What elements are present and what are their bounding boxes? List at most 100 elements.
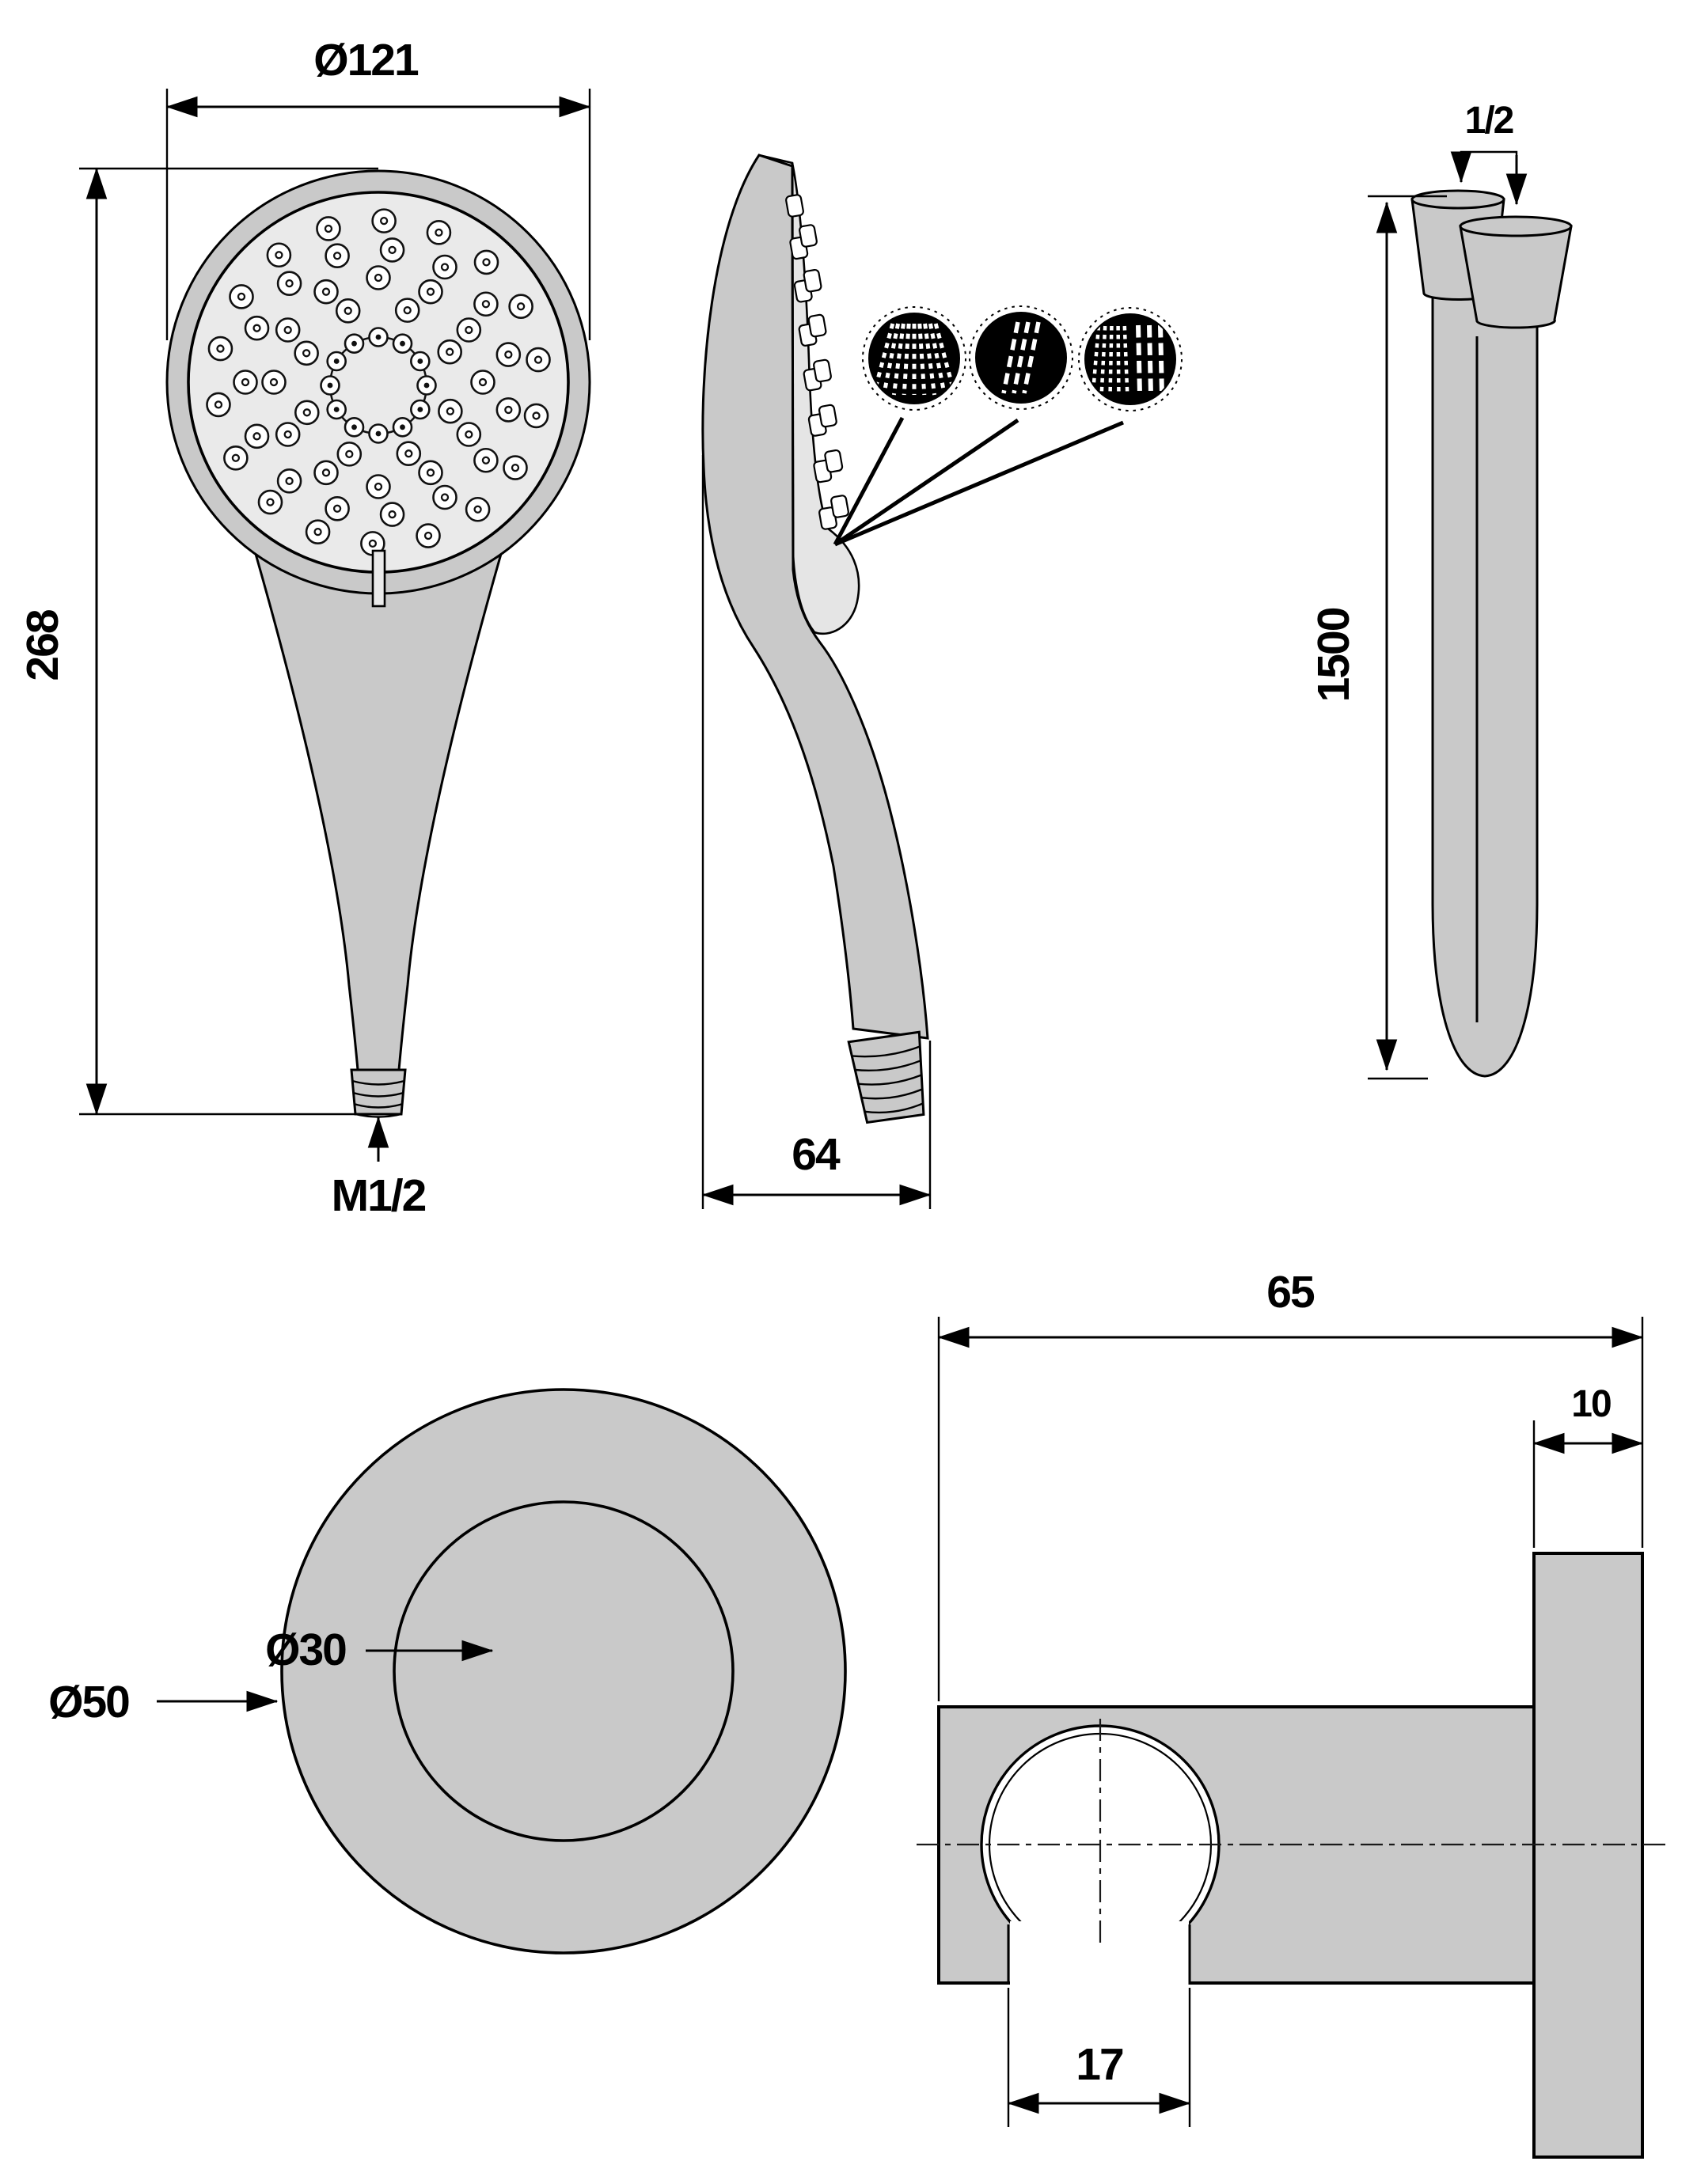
side-nozzle-tab [813, 358, 832, 383]
center-nozzle-dot [351, 424, 357, 430]
nozzle-dot [241, 377, 250, 387]
nozzle [335, 298, 361, 324]
plate-inner-label: Ø30 [265, 1625, 346, 1675]
spray-dash-line [1022, 321, 1041, 394]
nozzle-dot [231, 453, 241, 462]
front-nozzle-field [206, 208, 551, 556]
nozzle-dot [345, 449, 354, 459]
nozzle [206, 392, 231, 418]
side-face-divider-line [791, 162, 795, 566]
nozzle-dot [379, 216, 389, 226]
nozzle [275, 317, 301, 343]
hose-loop [1431, 283, 1539, 1078]
spray-dash-line [928, 323, 947, 396]
nozzle [394, 298, 420, 323]
side-nozzle-tab [785, 194, 804, 218]
nozzle [503, 455, 528, 480]
nozzle [473, 447, 499, 473]
spray-mode-leaders [833, 416, 1124, 547]
dim-plate-inner: Ø30 [265, 1625, 494, 1675]
nozzle-dot [388, 510, 397, 519]
spray-dash-line [891, 323, 905, 396]
center-nozzle-dot [327, 382, 333, 389]
nozzle-dot [302, 408, 311, 417]
bracket-length-label: 65 [1266, 1267, 1315, 1318]
spray-dash-line [882, 323, 901, 396]
spray-dash-line [1136, 324, 1142, 395]
spray-dash-line [917, 323, 927, 396]
plate-inner-circle [393, 1500, 735, 1842]
nozzle [305, 519, 331, 544]
nozzle [456, 422, 482, 447]
nozzle [244, 423, 270, 449]
nozzle [229, 284, 254, 309]
nozzle [257, 489, 283, 515]
spray-dash-line [923, 323, 937, 396]
nozzle-dot [252, 324, 261, 332]
front-view-handshower: Ø121 268 M1/2 [17, 35, 591, 1221]
nozzle-dot [374, 273, 383, 282]
nozzle [261, 370, 287, 395]
callout-thread: M1/2 [332, 1116, 427, 1221]
nozzle-dot [332, 252, 342, 260]
dim-front-height: 268 [17, 167, 378, 1116]
nozzle-dot [404, 449, 413, 458]
dim-front-diameter: Ø121 [165, 35, 591, 340]
nozzle [313, 460, 339, 486]
center-nozzle-dot [375, 334, 382, 340]
nozzle-dot [302, 349, 311, 358]
nozzle-dot [266, 498, 275, 506]
nozzle [325, 495, 350, 521]
side-depth-label: 64 [792, 1129, 841, 1180]
nozzle [396, 441, 422, 467]
center-nozzle-dot [423, 382, 430, 389]
center-nozzle-dot [417, 358, 423, 364]
spray-dash-line [1099, 325, 1107, 393]
front-diverter-slot [371, 549, 386, 608]
nozzle [456, 317, 482, 343]
nozzle-dot [446, 347, 454, 356]
front-thread [350, 1068, 407, 1118]
nozzle-dot [426, 468, 435, 477]
spray-dash-line [1147, 324, 1153, 395]
hose-nut-front [1459, 215, 1573, 329]
nozzle-dot [321, 468, 331, 477]
side-nozzle-tab [803, 268, 822, 293]
nozzle-dot [269, 377, 279, 387]
nozzle [379, 502, 405, 527]
nozzle-dot [423, 531, 433, 540]
nozzle [426, 220, 452, 245]
nozzle-dot [324, 224, 333, 233]
nozzle-dot [440, 493, 450, 502]
center-nozzle-dot [417, 407, 423, 412]
center-nozzle-dot [351, 340, 357, 347]
nozzle-dot [465, 430, 473, 439]
center-nozzle-dot [333, 358, 340, 364]
spray-dash-line [902, 323, 911, 396]
center-nozzle-dot [375, 430, 382, 437]
nozzle-dot [481, 300, 491, 309]
nozzle [223, 445, 249, 471]
spray-dash-line [1012, 321, 1031, 394]
nozzle-dot [426, 287, 435, 296]
nozzle-dot [516, 302, 526, 311]
nozzle [366, 474, 391, 499]
side-nozzle-tab [830, 495, 849, 518]
nozzle-dot [321, 287, 331, 296]
spray-mode-wide-icon [862, 306, 966, 411]
side-thread [847, 1030, 925, 1124]
nozzle-dot [313, 527, 322, 537]
hose-length-label: 1500 [1308, 608, 1359, 702]
dim-hose-length: 1500 [1308, 195, 1447, 1080]
nozzle [233, 370, 258, 395]
spray-mode-combo-icon [1078, 307, 1183, 411]
nozzle-dot [285, 476, 294, 485]
spray-dash-line [1001, 321, 1020, 394]
nozzle [207, 336, 233, 362]
nozzle [465, 496, 491, 522]
nozzle [336, 442, 363, 467]
nozzle-dot [435, 228, 443, 237]
wall-bracket-side-view: 65 10 17 [917, 1267, 1669, 2159]
